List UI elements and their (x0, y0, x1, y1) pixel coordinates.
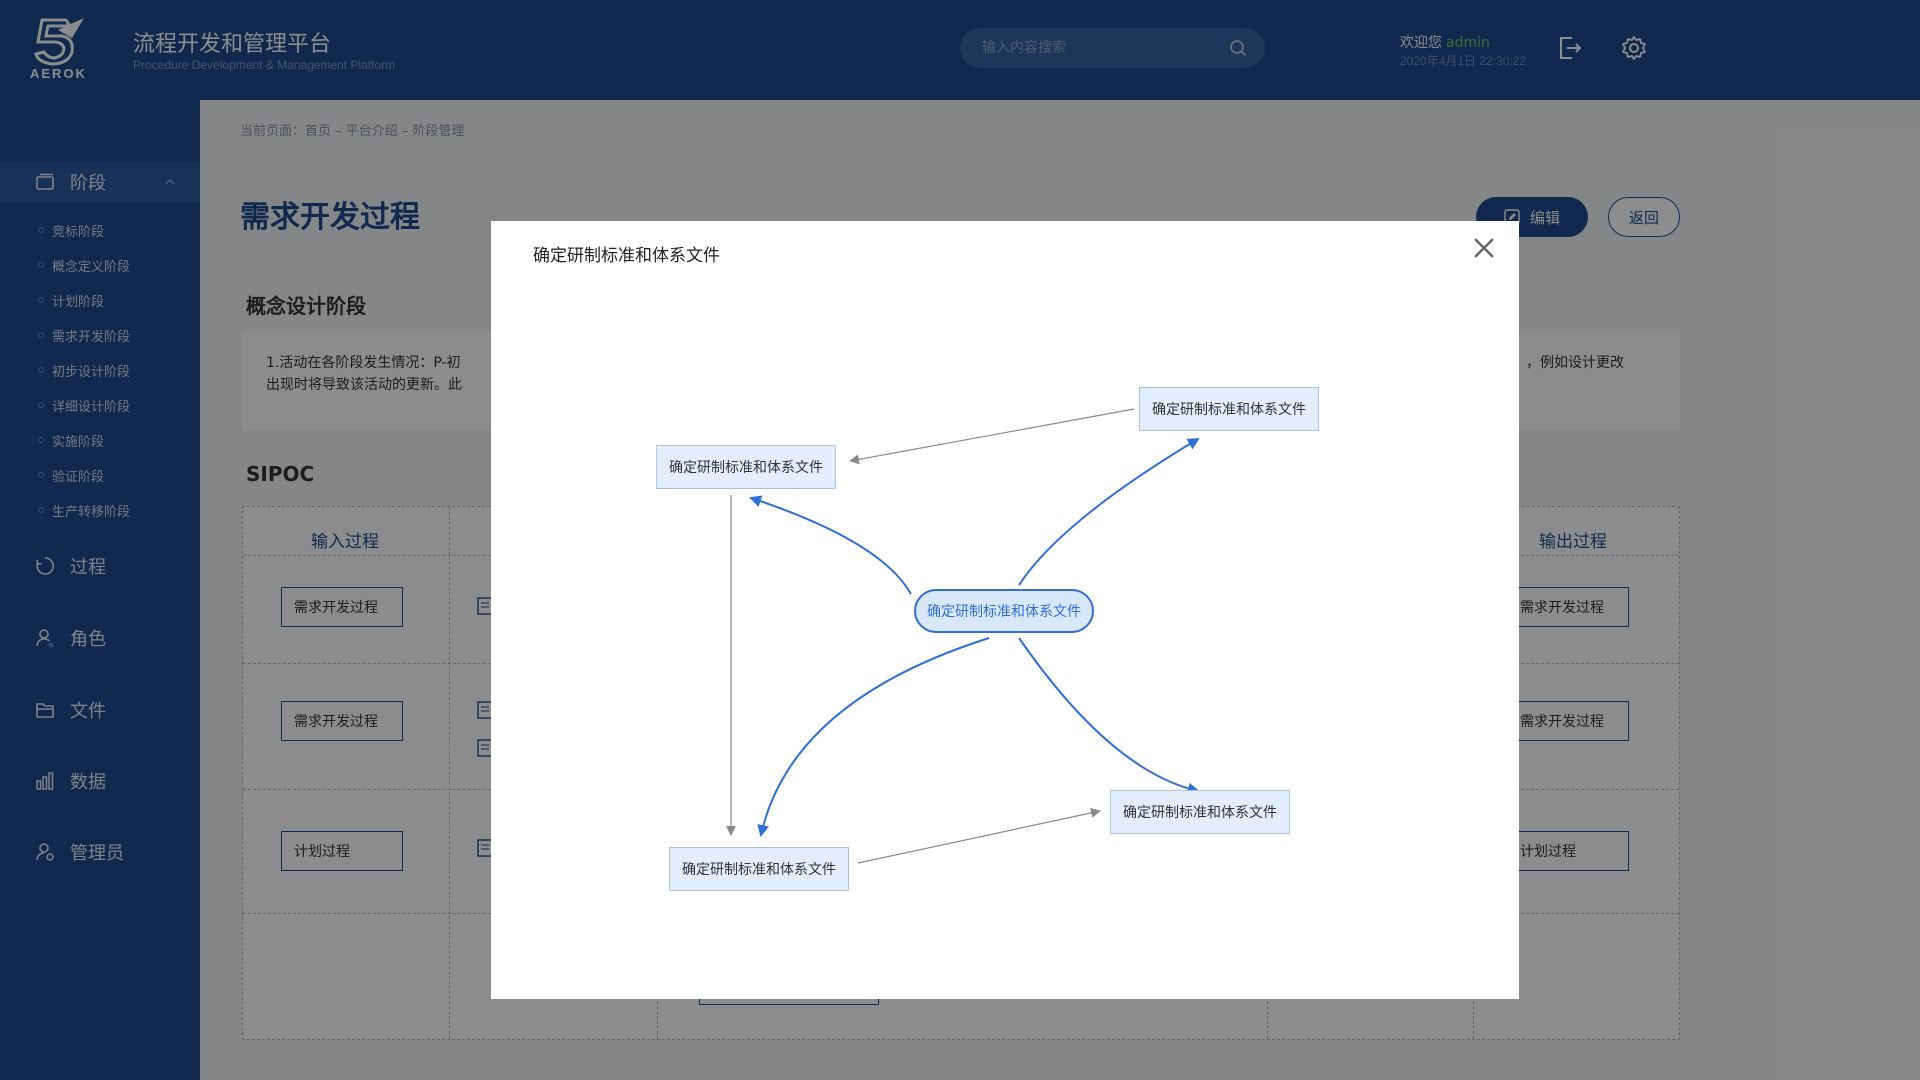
bullet-icon (38, 437, 44, 443)
description-line-2: 出现时将导致该活动的更新。此 (266, 377, 462, 393)
sidebar-item-role[interactable]: 角色 (0, 618, 200, 658)
page-title: 需求开发过程 (240, 200, 420, 235)
sidebar-item-stage[interactable]: 阶段 (0, 162, 200, 202)
sidebar-item-label: 过程 (70, 557, 106, 578)
sidebar-subitem-label: 计划阶段 (52, 294, 105, 310)
sidebar-subitem-label: 初步设计阶段 (52, 364, 131, 380)
folder-icon (36, 703, 54, 718)
welcome-label: 欢迎您 (1400, 35, 1442, 51)
sidebar-subitem-detail-design[interactable]: 详细设计阶段 (38, 395, 130, 415)
diagram-node[interactable]: 确定研制标准和体系文件 (1139, 387, 1319, 431)
bullet-icon (38, 367, 44, 373)
bullet-icon (38, 507, 44, 513)
output-process-box[interactable]: 需求开发过程 (1507, 701, 1629, 741)
sidebar-subitem-label: 详细设计阶段 (52, 399, 131, 415)
sidebar-subitem-label: 需求开发阶段 (52, 329, 131, 345)
close-icon[interactable] (1469, 233, 1499, 263)
sidebar-item-data[interactable]: 数据 (0, 761, 200, 801)
process-icon (36, 557, 54, 575)
flow-diagram-edges (726, 408, 1200, 864)
sipoc-header-input: 输入过程 (311, 532, 379, 552)
sidebar-item-process[interactable]: 过程 (0, 546, 200, 586)
edge-blue (1018, 637, 1200, 795)
edge-blue (749, 495, 912, 595)
sipoc-header-output: 输出过程 (1539, 532, 1607, 552)
input-process-box[interactable]: 需求开发过程 (281, 701, 403, 741)
back-button[interactable]: 返回 (1608, 197, 1680, 237)
breadcrumb: 当前页面：首页 – 平台介绍 – 阶段管理 (240, 124, 465, 139)
search-bar (960, 28, 1265, 68)
sidebar-subitem-label: 生产转移阶段 (52, 504, 131, 520)
top-header: AEROK 流程开发和管理平台 Procedure Development & … (0, 0, 1920, 100)
sidebar-subitem-implementation[interactable]: 实施阶段 (38, 430, 104, 450)
sidebar-subitem-label: 概念定义阶段 (52, 259, 131, 275)
bullet-icon (38, 332, 44, 338)
description-text-right: ，例如设计更改 (1526, 355, 1624, 371)
bullet-icon (38, 227, 44, 233)
sidebar-item-label: 数据 (70, 772, 106, 793)
sidebar-subitem-concept[interactable]: 概念定义阶段 (38, 255, 130, 275)
sidebar: 阶段 竞标阶段 概念定义阶段 计划阶段 需求开发阶段 初步设计阶段 详细设计阶段… (0, 100, 200, 1080)
sidebar-item-label: 阶段 (70, 173, 106, 194)
edge-gray (857, 808, 1101, 864)
diagram-node[interactable]: 确定研制标准和体系文件 (1110, 790, 1290, 834)
sidebar-subitem-prelim-design[interactable]: 初步设计阶段 (38, 360, 130, 380)
app-title: 流程开发和管理平台 (133, 32, 332, 57)
output-process-box[interactable]: 需求开发过程 (1507, 587, 1629, 627)
sidebar-item-label: 管理员 (70, 843, 124, 864)
sidebar-item-label: 角色 (70, 629, 106, 650)
sidebar-subitem-requirements[interactable]: 需求开发阶段 (38, 325, 130, 345)
diagram-node[interactable]: 确定研制标准和体系文件 (669, 847, 849, 891)
admin-icon (36, 843, 54, 861)
sidebar-subitem-label: 竞标阶段 (52, 224, 105, 240)
search-icon[interactable] (1229, 39, 1247, 57)
sidebar-subitem-plan[interactable]: 计划阶段 (38, 290, 104, 310)
edit-button-label: 编辑 (1529, 208, 1560, 227)
diagram-center-node[interactable]: 确定研制标准和体系文件 (914, 589, 1094, 633)
current-datetime: 2020年4月1日 22:30:22 (1400, 54, 1527, 68)
edge-blue (1018, 437, 1200, 586)
bullet-icon (38, 402, 44, 408)
edge-gray (849, 408, 1135, 465)
app-subtitle: Procedure Development & Management Platf… (133, 58, 396, 72)
description-text: 1.活动在各阶段发生情况：P-初 (266, 355, 461, 371)
sidebar-subitem-label: 实施阶段 (52, 434, 105, 450)
edge-blue (757, 637, 990, 837)
output-process-box[interactable]: 计划过程 (1507, 831, 1629, 871)
section-title-concept: 概念设计阶段 (246, 294, 366, 318)
sidebar-subitem-label: 验证阶段 (52, 469, 105, 485)
bullet-icon (38, 472, 44, 478)
sidebar-subitem-bidding[interactable]: 竞标阶段 (38, 220, 104, 240)
search-input[interactable] (982, 28, 1222, 68)
modal-title: 确定研制标准和体系文件 (533, 246, 720, 266)
sidebar-subitem-production[interactable]: 生产转移阶段 (38, 500, 130, 520)
logout-icon[interactable] (1556, 34, 1584, 62)
sidebar-subitem-verification[interactable]: 验证阶段 (38, 465, 104, 485)
stage-icon (36, 173, 54, 190)
sidebar-item-files[interactable]: 文件 (0, 690, 200, 730)
chart-icon (36, 772, 54, 790)
sidebar-item-admin[interactable]: 管理员 (0, 832, 200, 872)
logo-text: AEROK (30, 66, 87, 81)
bullet-icon (38, 297, 44, 303)
sidebar-item-label: 文件 (70, 701, 106, 722)
description-line-1: 1.活动在各阶段发生情况：P-初 ，例如设计更改 (266, 352, 1656, 374)
sidebar-item-stage-bg (0, 162, 200, 202)
logo (28, 16, 102, 82)
table-divider (449, 507, 450, 1039)
input-process-box[interactable]: 需求开发过程 (281, 587, 403, 627)
diagram-modal: 确定研制标准和体系文件 确定研制标准和体系文件 确定研制标准和体系文件 确定研制… (491, 221, 1519, 999)
chevron-up-icon (165, 178, 175, 185)
username: admin (1446, 35, 1490, 51)
logo-icon (34, 18, 84, 66)
section-title-sipoc: SIPOC (246, 462, 315, 486)
gear-icon[interactable] (1620, 34, 1648, 62)
input-process-box[interactable]: 计划过程 (281, 831, 403, 871)
bullet-icon (38, 262, 44, 268)
role-icon (36, 629, 54, 648)
diagram-node[interactable]: 确定研制标准和体系文件 (656, 445, 836, 489)
